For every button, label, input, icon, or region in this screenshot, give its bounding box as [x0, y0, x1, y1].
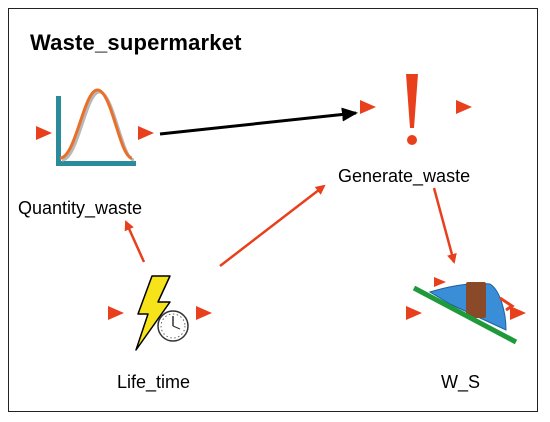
w-s-label: W_S — [441, 372, 481, 392]
input-port-icon — [360, 100, 376, 114]
input-port-icon — [36, 126, 52, 140]
arrow-lifetime-to-quantity[interactable] — [124, 220, 146, 263]
stock-ramp-icon — [412, 277, 518, 345]
arrow-generate-to-ws[interactable] — [432, 187, 457, 264]
quantity-waste-node[interactable] — [36, 88, 154, 166]
output-port-icon — [510, 306, 526, 320]
arrow-lifetime-to-generate[interactable] — [219, 184, 326, 267]
life-time-node[interactable] — [108, 275, 212, 351]
w-s-node[interactable] — [406, 277, 526, 345]
generate-waste-node[interactable] — [360, 74, 472, 145]
diagram-title: Waste_supermarket — [30, 30, 242, 55]
generate-waste-label: Generate_waste — [338, 166, 471, 186]
input-port-icon — [406, 306, 422, 320]
distribution-curve-icon — [56, 88, 136, 166]
life-time-label: Life_time — [117, 372, 191, 392]
lightning-timer-icon — [135, 275, 189, 351]
quantity-waste-label: Quantity_waste — [18, 198, 142, 219]
output-port-icon — [196, 306, 212, 320]
output-port-icon — [456, 100, 472, 114]
arrow-quantity-to-generate[interactable] — [159, 107, 358, 136]
output-port-icon — [138, 126, 154, 140]
diagram-frame — [8, 8, 538, 412]
input-port-icon — [108, 306, 124, 320]
exclamation-icon — [406, 74, 418, 145]
